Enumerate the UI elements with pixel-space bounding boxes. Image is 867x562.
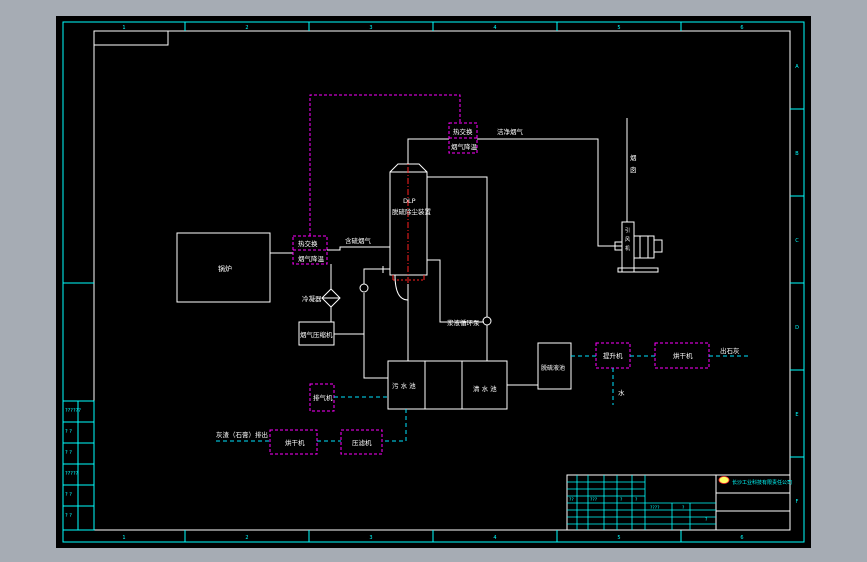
press-box — [340, 429, 383, 455]
pipe-hx2-fan — [477, 138, 622, 247]
right-zone-f: F — [796, 499, 799, 505]
tb-cell-3: ? — [620, 497, 623, 503]
tb-cell-1: ?? — [569, 497, 574, 503]
chimney-label-1: 烟 — [630, 153, 637, 162]
compressor-label: 烟气压缩机 — [300, 330, 333, 339]
lift-label: 提升机 — [603, 351, 623, 360]
heat-loop-line — [309, 94, 461, 236]
fan-label-3: 机 — [625, 245, 630, 252]
circ-pump-label: 浆液循环泵 — [447, 318, 480, 327]
strip-row-6: ? ? — [65, 513, 72, 519]
water-label: 水 — [618, 388, 625, 397]
top-zone-2: 2 — [245, 25, 248, 31]
company-logo-icon — [718, 476, 730, 484]
right-zone-a: A — [795, 64, 799, 70]
absorber-code: DLP — [403, 197, 416, 205]
chimney-label-2: 囱 — [630, 165, 637, 174]
top-zone-5: 5 — [617, 25, 620, 31]
dryer-left-label: 烘干机 — [285, 438, 305, 447]
boiler-label: 锅炉 — [218, 264, 232, 273]
company-name: 长沙工业科技有限责任公司 — [732, 479, 792, 486]
corner-tab — [94, 31, 169, 46]
dewater-tank-label: 脱硫液池 — [541, 364, 565, 372]
tb-cell-6: ? — [682, 505, 685, 511]
inner-frame — [93, 30, 791, 531]
right-zone-e: E — [795, 412, 798, 418]
clean-gas-label: 洁净烟气 — [497, 127, 524, 136]
title-block: ?? ??? ? ? ???? ? ? 长沙工业科技有限责任公司 — [566, 474, 792, 531]
tb-cell-5: ???? — [650, 505, 660, 511]
cooler-label: 冷凝器 — [302, 294, 322, 303]
pipe-absorber-hx2 — [407, 138, 449, 164]
bottom-zone-2: 2 — [245, 535, 248, 541]
pipe-circ-return — [427, 259, 484, 323]
tb-cell-4: ? — [635, 497, 638, 503]
strip-row-1: ?????? — [65, 408, 81, 414]
sulfur-gas-label: 含硫烟气 — [345, 236, 372, 245]
right-zone-b: B — [795, 151, 799, 157]
boiler-box — [176, 232, 271, 303]
sewage-tank-label: 污 水 池 — [392, 381, 416, 390]
dewater-tank-box — [537, 342, 572, 390]
absorber-name: 脱硫除尘装置 — [392, 207, 432, 216]
clear-tank-label: 清 水 池 — [473, 384, 497, 393]
left-strip: ?????? ? ? ? ? ????? ? ? ? ? — [62, 282, 95, 531]
strip-row-4: ????? — [65, 471, 79, 477]
hx2-bottom-label: 烟气降温 — [451, 142, 478, 151]
bottom-zone-4: 4 — [493, 535, 496, 541]
pipe-sewage-press — [382, 409, 407, 442]
right-zone-d: D — [795, 325, 799, 331]
press-label: 压滤机 — [352, 438, 372, 447]
hx2-top-label: 热交换 — [453, 127, 473, 136]
top-zone-3: 3 — [369, 25, 372, 31]
pipe-absorber-curve — [394, 274, 409, 301]
drawing-sheet — [56, 16, 811, 548]
top-zone-4: 4 — [493, 25, 496, 31]
bottom-zone-1: 1 — [122, 535, 125, 541]
gypsum-out-label: 出石灰 — [720, 346, 740, 355]
top-zone-6: 6 — [740, 25, 743, 31]
top-zone-ticks — [184, 22, 804, 542]
right-zone-c: C — [795, 238, 799, 244]
absorber-column — [382, 156, 428, 284]
tb-cell-7: ? — [705, 517, 708, 523]
tb-cell-2: ??? — [590, 497, 598, 503]
hx1-top-label: 热交换 — [298, 239, 318, 248]
hx1-bottom-label: 烟气降温 — [298, 254, 325, 263]
bottom-zone-5: 5 — [617, 535, 620, 541]
strip-row-3: ? ? — [65, 450, 72, 456]
zone-labels: 1 2 3 4 5 6 1 2 3 4 5 6 A B C D E F — [122, 25, 799, 541]
vent-label: 排气机 — [313, 393, 333, 402]
strip-row-5: ? ? — [65, 492, 72, 498]
pipe-pump-absorber — [363, 268, 383, 284]
dryer-left-box — [269, 429, 318, 455]
dryer-right-label: 烘干机 — [673, 351, 693, 360]
top-zone-1: 1 — [122, 25, 125, 31]
pipe-hx1-absorber — [327, 246, 390, 251]
pipe-spray-header — [427, 176, 488, 317]
strip-row-2: ? ? — [65, 429, 72, 435]
bottom-zone-6: 6 — [740, 535, 743, 541]
fan-label-1: 引 — [625, 227, 630, 234]
fan-label-2: 风 — [625, 237, 630, 243]
lime-in-label: 灰渣（石膏）排出 — [216, 430, 268, 439]
fan-icon — [614, 221, 663, 273]
pipe-to-sewage — [363, 334, 388, 379]
bottom-zone-3: 3 — [369, 535, 372, 541]
